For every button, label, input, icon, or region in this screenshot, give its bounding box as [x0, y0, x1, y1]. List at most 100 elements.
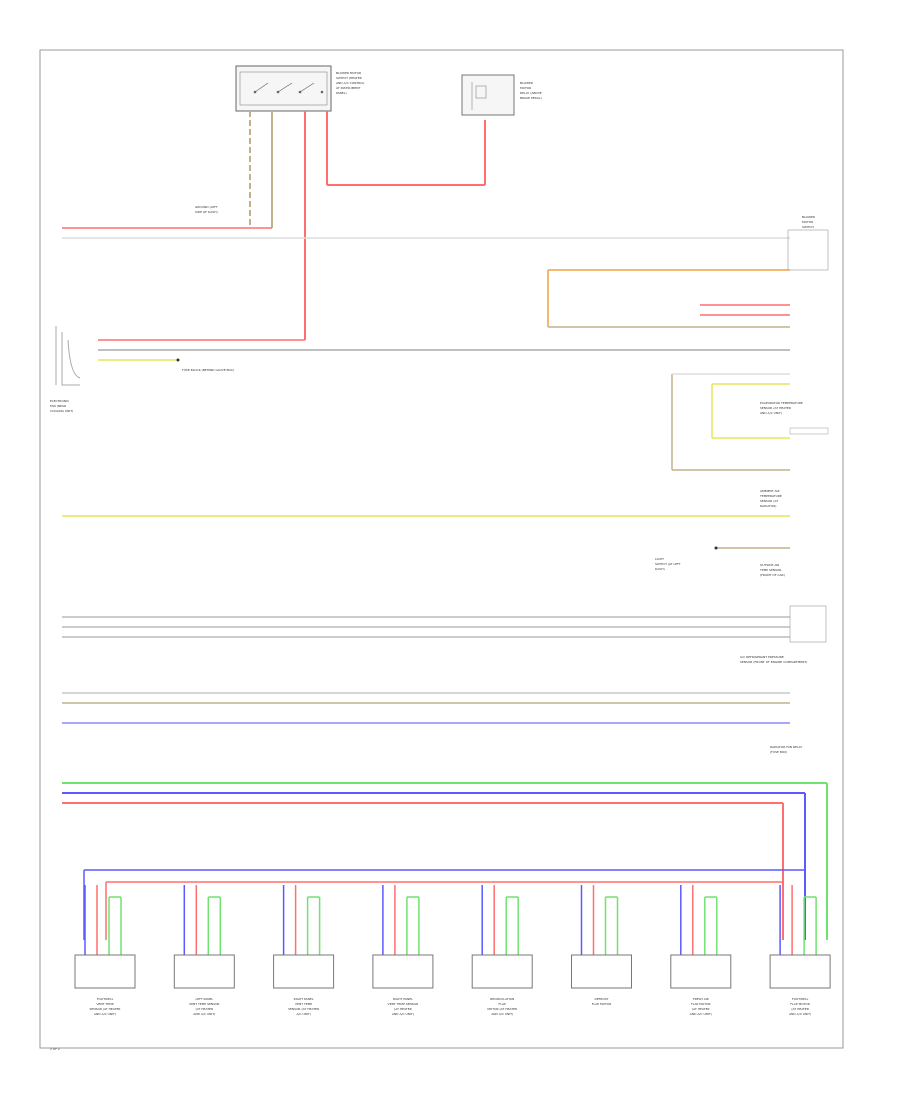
dash-connector-wires: FUSE BLOCK (BEHIND GLOVE BOX) [98, 339, 790, 372]
component-label: DEFROST [594, 997, 608, 1001]
svg-text:TEMPERATURE: TEMPERATURE [759, 494, 782, 498]
component-box [74, 954, 136, 989]
svg-text:COOLING UNIT): COOLING UNIT) [50, 409, 73, 413]
right-switch-block: BLOWER MOTOR SWITCH [787, 215, 829, 271]
sensor-wires [671, 373, 829, 471]
component-label: FLAP MOTOR [790, 1002, 810, 1006]
svg-text:SENSOR (AT HEATER: SENSOR (AT HEATER [760, 406, 791, 410]
light-switch-area: LIGHT SWITCH (AT LEFT DASH) OUTSIDE AIR … [655, 546, 790, 577]
component-label: AND A/C UNIT) [690, 1012, 712, 1016]
svg-text:BRAKE PEDAL): BRAKE PEDAL) [520, 96, 542, 100]
svg-text:MOTOR: MOTOR [520, 86, 531, 90]
component-label: FLAP MOTOR [592, 1002, 612, 1006]
ground-label: GROUND (LEFT SIDE OF DASH) [195, 205, 218, 214]
top-feed-wires [62, 227, 790, 239]
svg-text:RADIATOR FAN RELAY: RADIATOR FAN RELAY [770, 745, 803, 749]
component-box [471, 954, 533, 989]
svg-text:SWITCH: SWITCH [802, 225, 814, 229]
component-label: FOOTWELL [792, 997, 809, 1001]
svg-text:FUSE BLOCK (BEHIND GLOVE BOX): FUSE BLOCK (BEHIND GLOVE BOX) [182, 368, 234, 372]
component-label: AND A/C UNIT) [789, 1012, 811, 1016]
svg-text:RADIATOR): RADIATOR) [760, 504, 776, 508]
svg-text:AND A/C CONTROL: AND A/C CONTROL [336, 81, 365, 85]
component-label: RIGHT PANEL [393, 997, 413, 1001]
blower-relay-block [461, 74, 515, 116]
component-box [273, 954, 335, 989]
ambient-temp-label: AMBIENT AIR TEMPERATURE SENSOR (AT RADIA… [759, 489, 782, 508]
component-label: SENSOR (AT HEATER [90, 1007, 121, 1011]
pressure-sensor-wires: A/C REFRIGERANT PRESSURE SENSOR (FRONT O… [62, 605, 827, 664]
component-label: (AT HEATER [791, 1007, 809, 1011]
distribution-wires [83, 869, 805, 940]
svg-text:AT INSTRUMENT: AT INSTRUMENT [336, 86, 360, 90]
page-marker: 2 OF 2 [50, 1047, 60, 1051]
component-label: RIGHT PANEL [294, 997, 314, 1001]
blower-switch-label: BLOWER MOTOR SWITCH (HEATER AND A/C CONT… [336, 71, 365, 95]
svg-text:EVAPORATOR TEMPERATURE: EVAPORATOR TEMPERATURE [760, 401, 803, 405]
svg-text:ELECTRONIC: ELECTRONIC [50, 399, 69, 403]
svg-text:SWITCH (AT LEFT: SWITCH (AT LEFT [655, 562, 681, 566]
component-label: FLAP MOTOR [691, 1002, 711, 1006]
component-label: VENT TEMP [295, 1002, 312, 1006]
component-label: AND A/C UNIT) [491, 1012, 513, 1016]
component-label: A/C UNIT) [296, 1012, 310, 1016]
svg-text:OUTSIDE AIR: OUTSIDE AIR [760, 563, 779, 567]
svg-text:AMBIENT AIR: AMBIENT AIR [760, 489, 780, 493]
component-label: VENT TEMP SENSOR [388, 1002, 418, 1006]
component-label: AND A/C UNIT) [392, 1012, 414, 1016]
svg-text:BLOWER: BLOWER [520, 81, 533, 85]
component-label: VENT TEMP [96, 1002, 113, 1006]
svg-text:RELAY (ABOVE: RELAY (ABOVE [520, 91, 542, 95]
svg-text:SIDE OF DASH): SIDE OF DASH) [195, 210, 218, 214]
svg-text:GROUND (LEFT: GROUND (LEFT [195, 205, 218, 209]
svg-text:PANEL): PANEL) [336, 91, 347, 95]
component-label: (AT HEATER [394, 1007, 412, 1011]
component-label: RECIRCULATION [490, 997, 514, 1001]
svg-text:BLOWER MOTOR: BLOWER MOTOR [336, 71, 361, 75]
component-label: (AT HEATER [692, 1007, 710, 1011]
component-box [769, 954, 831, 989]
component-label: SENSOR (AT HEATER [288, 1007, 319, 1011]
blower-switch-block [235, 65, 332, 112]
bus-wires [62, 782, 828, 940]
svg-text:BLOWER: BLOWER [802, 215, 815, 219]
component-label: LEFT PANEL [196, 997, 214, 1001]
component-box [173, 954, 235, 989]
orange-loop-wires [547, 269, 790, 328]
component-label: AND A/C UNIT) [94, 1012, 116, 1016]
svg-text:AND A/C UNIT): AND A/C UNIT) [760, 411, 782, 415]
component-box [571, 954, 632, 989]
svg-text:SENSOR (AT: SENSOR (AT [760, 499, 778, 503]
evaporator-sensor-label: EVAPORATOR TEMPERATURE SENSOR (AT HEATER… [760, 401, 803, 415]
diagram-border [39, 49, 844, 1049]
component-label: MOTOR (AT HEATER [487, 1007, 517, 1011]
svg-text:DASH): DASH) [655, 567, 665, 571]
dash-left-component: ELECTRONIC FAN (NEAR COOLING UNIT) [50, 326, 81, 413]
component-label: FOOTWELL [97, 997, 114, 1001]
svg-text:FAN (NEAR: FAN (NEAR [50, 404, 66, 408]
svg-text:SWITCH (HEATER: SWITCH (HEATER [336, 76, 362, 80]
svg-text:(FRONT OF CAR): (FRONT OF CAR) [760, 573, 785, 577]
component-box [372, 954, 434, 989]
svg-text:(FUSE BOX): (FUSE BOX) [770, 750, 787, 754]
component-label: AND A/C UNIT) [193, 1012, 215, 1016]
svg-text:A/C REFRIGERANT PRESSURE: A/C REFRIGERANT PRESSURE [740, 655, 784, 659]
svg-text:SENSOR (FRONT OF ENGINE COMPAR: SENSOR (FRONT OF ENGINE COMPARTMENT) [740, 660, 807, 664]
component-label: FLAP [499, 1002, 507, 1006]
component-label: FRESH AIR [693, 997, 709, 1001]
switch-pin-wires [249, 111, 486, 340]
component-box [670, 954, 732, 989]
svg-text:TEMP SENSOR: TEMP SENSOR [759, 568, 781, 572]
svg-text:LIGHT: LIGHT [655, 557, 664, 561]
component-label: VENT TEMP SENSOR [189, 1002, 219, 1006]
